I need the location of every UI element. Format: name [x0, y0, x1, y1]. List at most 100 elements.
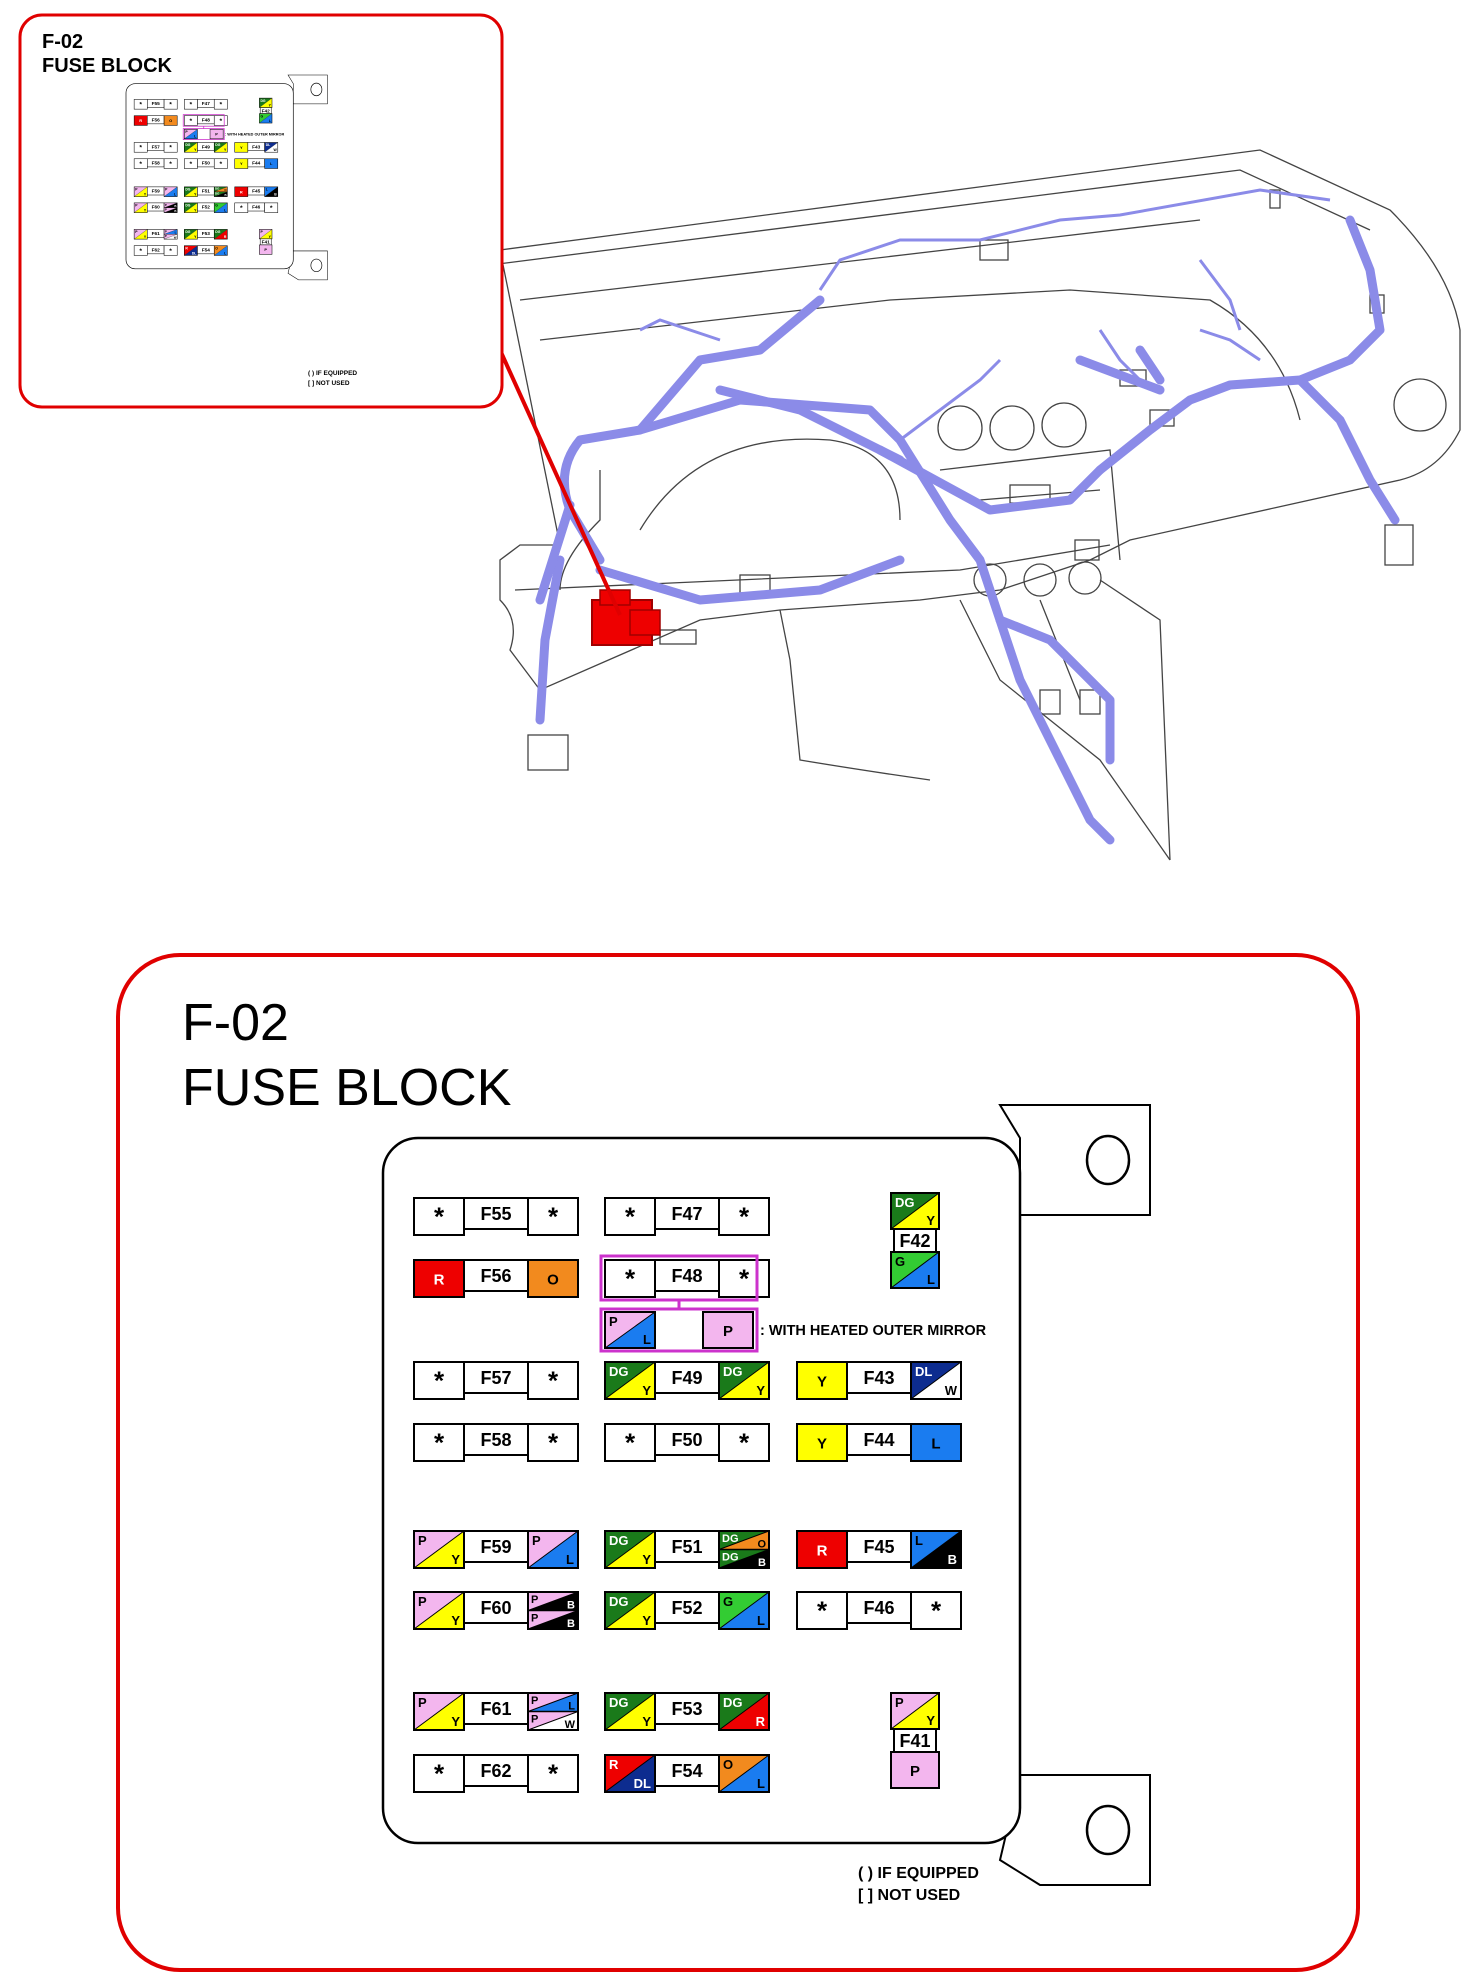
fuse-label: F41	[262, 240, 271, 246]
wire-stripe-label: B	[274, 193, 277, 197]
fuse-label: F53	[671, 1699, 702, 1719]
fuse-terminal-left: *	[133, 142, 148, 153]
wire-color-label: O	[547, 1272, 559, 1289]
wire-color-label: DG	[185, 204, 190, 208]
wire-stripe-label: W	[945, 1383, 958, 1398]
wire-stripe-label: Y	[926, 1713, 935, 1728]
fuse-terminal-left: *	[604, 1197, 656, 1236]
fuse-f62: *F62*	[413, 1754, 579, 1793]
fuse-f48: *F48*	[184, 115, 228, 126]
fuse-terminal-left: *	[184, 158, 198, 169]
thin-wires	[639, 188, 1331, 442]
fuse-label: F51	[202, 189, 211, 195]
fuse-terminal-left: RDL	[184, 245, 198, 256]
fuse-terminal-left: *	[604, 1423, 656, 1462]
wire-stripe-label: B	[174, 209, 176, 213]
fuse-terminal-left: R	[234, 186, 249, 197]
wire-stripe-label: B	[174, 204, 176, 208]
wire-color-label: DG	[215, 230, 220, 234]
wire-stripe-label: L	[757, 1776, 765, 1791]
wire-stripe-label: L	[269, 119, 271, 123]
fuse-terminal-right: *	[163, 158, 178, 169]
wire-color-label: DG	[609, 1364, 629, 1379]
not-used-marker: *	[169, 248, 172, 255]
wire-stripe-label: Y	[194, 193, 197, 197]
fuse-terminal-right: OL	[213, 245, 228, 256]
wire-stripe-label: Y	[194, 148, 197, 152]
fuse-terminal-left: Y	[234, 142, 249, 153]
wire-color-label: P	[165, 203, 167, 207]
inset-title: FUSE BLOCK	[42, 55, 173, 77]
fuse-label: F58	[480, 1430, 511, 1450]
wire-color-label: DG	[609, 1695, 629, 1710]
mounting-hole	[310, 258, 323, 273]
fuse-terminal-right: O	[527, 1259, 579, 1298]
fuse-terminal-right: O	[163, 115, 178, 126]
fuse-label: F45	[252, 189, 261, 195]
fuse-label: F47	[671, 1204, 702, 1224]
fuse-label: F54	[202, 247, 211, 253]
fuse-f57: *F57*	[133, 142, 178, 153]
wire-color-label: P	[165, 229, 167, 233]
fuse-terminal-right: GL	[213, 202, 228, 213]
fuse-label: F49	[202, 144, 211, 150]
fuse-terminal-right: *	[213, 158, 228, 169]
not-used-marker: *	[548, 1202, 559, 1232]
wire-color-label: DG	[260, 99, 265, 103]
wire-stripe-label: O	[757, 1539, 766, 1551]
wire-color-label: P	[185, 130, 188, 134]
fuse-f55: *F55*	[133, 99, 178, 110]
fuse-label: F50	[202, 161, 211, 167]
fuse-terminal-bottom: P	[259, 244, 273, 255]
fuse-label: F55	[480, 1204, 511, 1224]
callout-leader-line	[498, 349, 622, 616]
fuse-terminal-right: GL	[718, 1591, 770, 1630]
wire-color-label: R	[185, 246, 188, 250]
fuse-terminal-left: *	[234, 202, 249, 213]
wire-color-label: DG	[609, 1594, 629, 1609]
fuse-terminal-left: R	[796, 1530, 848, 1569]
wire-color-label: DG	[185, 188, 190, 192]
fuse-terminal-left: *	[413, 1197, 465, 1236]
not-used-marker: *	[434, 1428, 445, 1458]
legend-not-used: [ ] NOT USED	[858, 1887, 960, 1904]
wire-stripe-label: W	[565, 1719, 576, 1731]
fuse-terminal-right: *	[213, 115, 228, 126]
wire-color-label: P	[609, 1314, 618, 1329]
fuse-label: F56	[152, 117, 161, 123]
wire-stripe-label: Y	[926, 1213, 935, 1228]
inset-legend-not-used: [ ] NOT USED	[308, 380, 350, 387]
fuse-label: F48	[671, 1266, 702, 1286]
heated-mirror-terminal-left: PL	[184, 129, 198, 140]
fuse-terminal-right: L	[264, 158, 279, 169]
wire-color-label: DG	[185, 143, 190, 147]
wire-stripe-label: B	[758, 1557, 766, 1569]
wire-color-label: DL	[915, 1364, 932, 1379]
fuse-terminal-right: PL	[527, 1530, 579, 1569]
not-used-marker: *	[434, 1759, 445, 1789]
wire-stripe-label: O	[224, 188, 227, 192]
fuse-f48: *F48*	[604, 1259, 770, 1298]
wire-stripe-label: Y	[144, 209, 147, 213]
wire-color-label: O	[215, 246, 218, 250]
fuse-terminal-right: DGY	[718, 1361, 770, 1400]
wire-color-label: P	[165, 234, 167, 238]
wire-color-label: G	[895, 1254, 905, 1269]
fuse-terminal-top: DGY	[890, 1192, 940, 1230]
wire-color-label: Y	[817, 1436, 827, 1453]
wire-stripe-label: B	[567, 1618, 575, 1630]
fuse-terminal-right: *	[264, 202, 279, 213]
